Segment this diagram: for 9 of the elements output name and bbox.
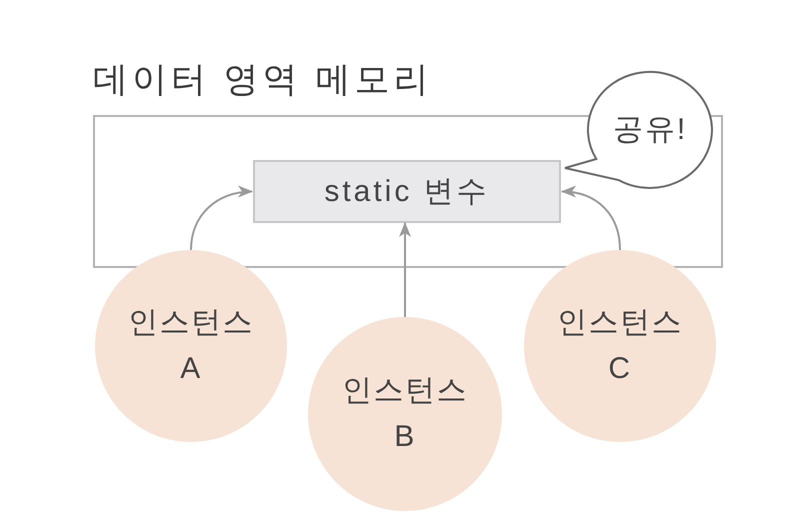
arrow	[190, 186, 253, 250]
arrow	[561, 186, 621, 250]
instance-circle: 인스턴스 C	[524, 250, 716, 442]
instance-circle: 인스턴스 A	[95, 250, 287, 442]
instance-circle: 인스턴스 B	[308, 317, 502, 511]
bubble-text: 공유!	[612, 113, 688, 147]
area-title: 데이터 영역 메모리	[93, 59, 432, 101]
static-variable-box: static 변수	[253, 160, 561, 223]
arrow	[399, 222, 411, 317]
